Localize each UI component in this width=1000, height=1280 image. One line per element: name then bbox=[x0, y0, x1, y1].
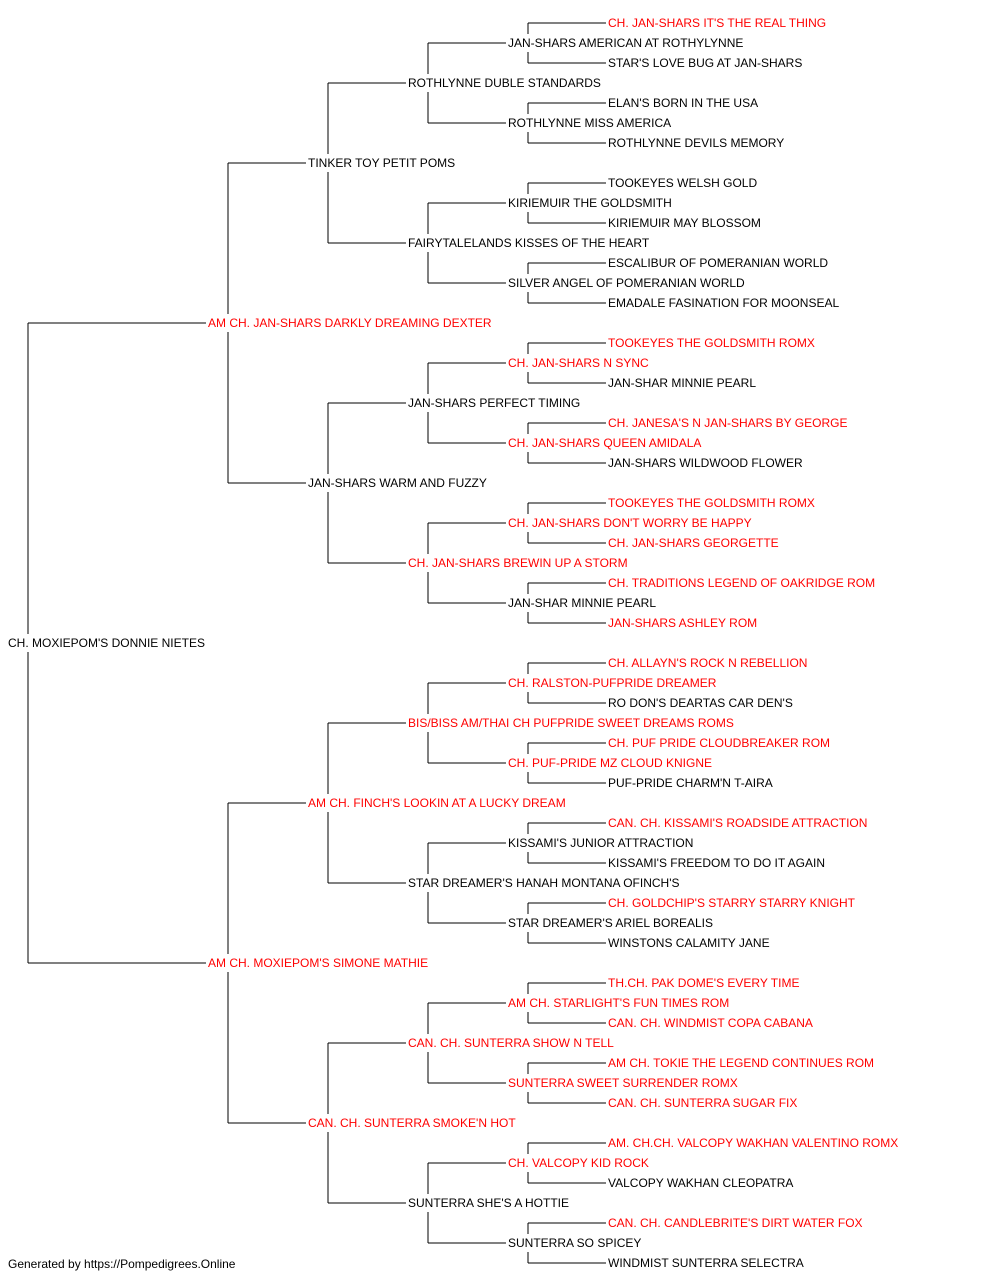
dog-name: CH. JAN-SHARS N SYNC bbox=[508, 356, 649, 370]
dog-name: STAR DREAMER'S ARIEL BOREALIS bbox=[508, 916, 713, 930]
dog-name: AM CH. JAN-SHARS DARKLY DREAMING DEXTER bbox=[208, 316, 492, 330]
dog-name: ROTHLYNNE DEVILS MEMORY bbox=[608, 136, 784, 150]
dog-name: CH. JAN-SHARS DON'T WORRY BE HAPPY bbox=[508, 516, 752, 530]
dog-name: STAR DREAMER'S HANAH MONTANA OFINCH'S bbox=[408, 876, 680, 890]
dog-name: CH. ALLAYN'S ROCK N REBELLION bbox=[608, 656, 807, 670]
dog-name: SUNTERRA SO SPICEY bbox=[508, 1236, 641, 1250]
dog-name: WINDMIST SUNTERRA SELECTRA bbox=[608, 1256, 804, 1270]
dog-name: CAN. CH. WINDMIST COPA CABANA bbox=[608, 1016, 813, 1030]
dog-name: TOOKEYES THE GOLDSMITH ROMX bbox=[608, 336, 815, 350]
dog-name: SILVER ANGEL OF POMERANIAN WORLD bbox=[508, 276, 745, 290]
dog-name: RO DON'S DEARTAS CAR DEN'S bbox=[608, 696, 793, 710]
dog-name: JAN-SHARS ASHLEY ROM bbox=[608, 616, 757, 630]
dog-name: CH. RALSTON-PUFPRIDE DREAMER bbox=[508, 676, 717, 690]
dog-name: CH. MOXIEPOM'S DONNIE NIETES bbox=[8, 636, 205, 650]
dog-name: CH. PUF PRIDE CLOUDBREAKER ROM bbox=[608, 736, 830, 750]
dog-name: CH. JAN-SHARS QUEEN AMIDALA bbox=[508, 436, 701, 450]
dog-name: CH. VALCOPY KID ROCK bbox=[508, 1156, 649, 1170]
dog-name: CH. JAN-SHARS BREWIN UP A STORM bbox=[408, 556, 628, 570]
dog-name: JAN-SHARS AMERICAN AT ROTHYLYNNE bbox=[508, 36, 743, 50]
dog-name: JAN-SHARS WILDWOOD FLOWER bbox=[608, 456, 803, 470]
dog-name: JAN-SHAR MINNIE PEARL bbox=[608, 376, 756, 390]
dog-name: AM CH. STARLIGHT'S FUN TIMES ROM bbox=[508, 996, 729, 1010]
dog-name: CH. TRADITIONS LEGEND OF OAKRIDGE ROM bbox=[608, 576, 875, 590]
dog-name: ESCALIBUR OF POMERANIAN WORLD bbox=[608, 256, 828, 270]
dog-name: SUNTERRA SHE'S A HOTTIE bbox=[408, 1196, 569, 1210]
dog-name: CH. GOLDCHIP'S STARRY STARRY KNIGHT bbox=[608, 896, 856, 910]
dog-name: CAN. CH. SUNTERRA SUGAR FIX bbox=[608, 1096, 797, 1110]
dog-name: JAN-SHAR MINNIE PEARL bbox=[508, 596, 656, 610]
dog-name: WINSTONS CALAMITY JANE bbox=[608, 936, 770, 950]
dog-name: TINKER TOY PETIT POMS bbox=[308, 156, 455, 170]
dog-name: TOOKEYES WELSH GOLD bbox=[608, 176, 757, 190]
dog-name: KISSAMI'S JUNIOR ATTRACTION bbox=[508, 836, 693, 850]
dog-name: ROTHLYNNE MISS AMERICA bbox=[508, 116, 671, 130]
dog-name: STAR'S LOVE BUG AT JAN-SHARS bbox=[608, 56, 802, 70]
dog-name: AM CH. MOXIEPOM'S SIMONE MATHIE bbox=[208, 956, 428, 970]
dog-name: BIS/BISS AM/THAI CH PUFPRIDE SWEET DREAM… bbox=[408, 716, 734, 730]
dog-name: TH.CH. PAK DOME'S EVERY TIME bbox=[608, 976, 799, 990]
dog-name: CAN. CH. SUNTERRA SMOKE'N HOT bbox=[308, 1116, 516, 1130]
dog-name: AM CH. FINCH'S LOOKIN AT A LUCKY DREAM bbox=[308, 796, 566, 810]
footer-credit: Generated by https://Pompedigrees.Online bbox=[8, 1257, 236, 1271]
dog-name: JAN-SHARS PERFECT TIMING bbox=[408, 396, 580, 410]
dog-name: KIRIEMUIR MAY BLOSSOM bbox=[608, 216, 761, 230]
dog-name: CAN. CH. KISSAMI'S ROADSIDE ATTRACTION bbox=[608, 816, 867, 830]
dog-name: EMADALE FASINATION FOR MOONSEAL bbox=[608, 296, 839, 310]
dog-name: ELAN'S BORN IN THE USA bbox=[608, 96, 758, 110]
dog-name: AM. CH.CH. VALCOPY WAKHAN VALENTINO ROMX bbox=[608, 1136, 898, 1150]
dog-name: CAN. CH. SUNTERRA SHOW N TELL bbox=[408, 1036, 614, 1050]
dog-name: SUNTERRA SWEET SURRENDER ROMX bbox=[508, 1076, 738, 1090]
dog-name: PUF-PRIDE CHARM'N T-AIRA bbox=[608, 776, 773, 790]
dog-name: CH. JANESA'S N JAN-SHARS BY GEORGE bbox=[608, 416, 847, 430]
dog-name: VALCOPY WAKHAN CLEOPATRA bbox=[608, 1176, 793, 1190]
dog-name: CH. JAN-SHARS IT'S THE REAL THING bbox=[608, 16, 826, 30]
dog-name: FAIRYTALELANDS KISSES OF THE HEART bbox=[408, 236, 650, 250]
dog-name: KISSAMI'S FREEDOM TO DO IT AGAIN bbox=[608, 856, 825, 870]
dog-name: KIRIEMUIR THE GOLDSMITH bbox=[508, 196, 672, 210]
dog-name: JAN-SHARS WARM AND FUZZY bbox=[308, 476, 487, 490]
dog-name: CH. PUF-PRIDE MZ CLOUD KNIGNE bbox=[508, 756, 712, 770]
dog-name: CAN. CH. CANDLEBRITE'S DIRT WATER FOX bbox=[608, 1216, 863, 1230]
dog-name: ROTHLYNNE DUBLE STANDARDS bbox=[408, 76, 601, 90]
dog-name: CH. JAN-SHARS GEORGETTE bbox=[608, 536, 779, 550]
dog-name: AM CH. TOKIE THE LEGEND CONTINUES ROM bbox=[608, 1056, 874, 1070]
dog-name: TOOKEYES THE GOLDSMITH ROMX bbox=[608, 496, 815, 510]
